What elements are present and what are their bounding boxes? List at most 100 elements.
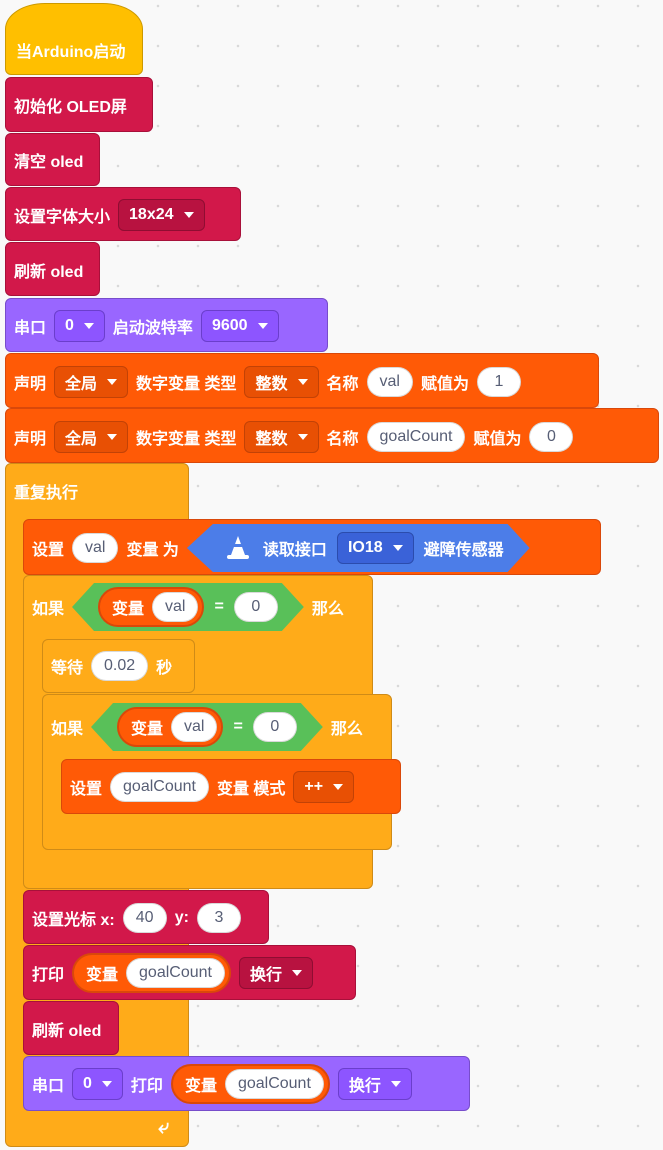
when-arduino-starts-block[interactable]: 当Arduino启动: [5, 3, 143, 75]
set-font-size-block[interactable]: 设置字体大小 18x24: [5, 187, 241, 241]
then-label: 那么: [330, 721, 363, 738]
scope-dropdown[interactable]: 全局: [54, 421, 129, 453]
hat-label: 当Arduino启动: [16, 44, 126, 61]
var-label: 变量: [86, 967, 119, 984]
newline-value: 换行: [249, 967, 282, 984]
initial-value-input[interactable]: 1: [476, 367, 521, 397]
equals-condition[interactable]: 变量 val = 0: [91, 703, 323, 751]
chevron-down-icon: [107, 379, 118, 385]
set-mid-label: 变量 为: [126, 542, 179, 559]
baud-dropdown[interactable]: 9600: [200, 310, 279, 342]
baud-value: 9600: [211, 317, 248, 334]
sensor-port-dropdown[interactable]: IO18: [337, 532, 414, 564]
kind-label: 数字变量 类型: [136, 431, 237, 448]
mode-value: ++: [304, 778, 324, 795]
wait-label: 等待: [51, 660, 84, 677]
type-value: 整数: [255, 431, 288, 448]
oled-init-label: 初始化 OLED屏: [14, 99, 127, 116]
sensor-read-label: 读取接口: [262, 542, 327, 559]
serial-print-label: 打印: [130, 1078, 163, 1095]
set-cursor-block[interactable]: 设置光标 x: 40 y: 3: [23, 890, 269, 944]
serial-print-block[interactable]: 串口 0 打印 变量 goalCount 换行: [23, 1056, 470, 1111]
serial-port-value: 0: [83, 1075, 92, 1092]
kind-label: 数字变量 类型: [136, 376, 237, 393]
variable-reporter[interactable]: 变量 val: [98, 587, 204, 627]
cursor-y-input[interactable]: 3: [196, 903, 241, 933]
oled-refresh-block[interactable]: 刷新 oled: [23, 1001, 119, 1055]
oled-refresh-block[interactable]: 刷新 oled: [5, 242, 100, 296]
then-label: 那么: [311, 601, 344, 618]
obstacle-sensor-reporter[interactable]: 读取接口 IO18 避障传感器: [187, 524, 530, 572]
sensor-name-label: 避障传感器: [423, 542, 504, 559]
if-label: 如果: [51, 721, 84, 738]
scope-dropdown[interactable]: 全局: [54, 366, 129, 398]
variable-name-input[interactable]: goalCount: [366, 422, 466, 452]
seconds-label: 秒: [156, 660, 173, 677]
oled-refresh-label: 刷新 oled: [14, 264, 84, 281]
name-label: 名称: [326, 376, 359, 393]
chevron-down-icon: [257, 323, 268, 329]
set-val-block[interactable]: 设置 val 变量 为 读取接口 IO18 避障传感器: [23, 519, 601, 575]
var-label: 变量: [112, 601, 145, 618]
font-size-dropdown[interactable]: 18x24: [118, 199, 205, 231]
assign-label: 赋值为: [473, 431, 522, 448]
traffic-cone-icon: [223, 533, 253, 563]
oled-refresh-label: 刷新 oled: [32, 1023, 102, 1040]
wait-seconds-input[interactable]: 0.02: [91, 651, 149, 681]
variable-name-input[interactable]: goalCount: [110, 772, 209, 802]
serial-port-dropdown[interactable]: 0: [72, 1068, 123, 1100]
type-dropdown[interactable]: 整数: [244, 421, 319, 453]
mode-dropdown[interactable]: ++: [293, 771, 355, 803]
variable-name-input[interactable]: val: [72, 533, 119, 563]
oled-init-block[interactable]: 初始化 OLED屏: [5, 77, 153, 132]
variable-name-input[interactable]: goalCount: [126, 958, 225, 988]
variable-reporter[interactable]: 变量 val: [117, 707, 223, 747]
variable-name-input[interactable]: val: [171, 712, 217, 742]
baud-label: 启动波特率: [112, 320, 193, 337]
assign-label: 赋值为: [420, 376, 469, 393]
var-label: 变量: [184, 1078, 217, 1095]
variable-name-input[interactable]: val: [366, 367, 413, 397]
declare-goalcount-block[interactable]: 声明 全局 数字变量 类型 整数 名称 goalCount 赋值为 0: [5, 408, 659, 463]
serial-port-value: 0: [65, 317, 74, 334]
cursor-y-label: y:: [174, 909, 189, 926]
serial-label: 串口: [14, 320, 47, 337]
serial-begin-block[interactable]: 串口 0 启动波特率 9600: [5, 298, 328, 352]
font-size-value: 18x24: [129, 206, 174, 223]
chevron-down-icon: [333, 784, 344, 790]
initial-value-input[interactable]: 0: [529, 422, 574, 452]
variable-reporter[interactable]: 变量 goalCount: [170, 1064, 330, 1104]
chevron-down-icon: [393, 545, 403, 551]
newline-dropdown[interactable]: 换行: [238, 957, 313, 989]
variable-name-input[interactable]: goalCount: [224, 1069, 324, 1099]
equals-operator: =: [233, 718, 243, 735]
variable-reporter[interactable]: 变量 goalCount: [72, 953, 231, 993]
cursor-x-input[interactable]: 40: [122, 903, 167, 933]
set-goalcount-mode-block[interactable]: 设置 goalCount 变量 模式 ++: [61, 759, 401, 814]
mode-label: 变量 模式: [216, 781, 286, 798]
declare-label: 声明: [14, 376, 47, 393]
oled-print-block[interactable]: 打印 变量 goalCount 换行: [23, 945, 356, 1000]
newline-value: 换行: [348, 1078, 381, 1095]
type-dropdown[interactable]: 整数: [244, 366, 319, 398]
chevron-down-icon: [292, 970, 302, 976]
sensor-port-value: IO18: [347, 539, 383, 556]
oled-clear-block[interactable]: 清空 oled: [5, 133, 100, 186]
compare-value-input[interactable]: 0: [234, 592, 278, 622]
font-size-label: 设置字体大小: [14, 209, 111, 226]
chevron-down-icon: [107, 434, 118, 440]
forever-label: 重复执行: [14, 485, 79, 502]
cursor-x-label: 设置光标 x:: [32, 912, 115, 929]
newline-dropdown[interactable]: 换行: [337, 1068, 412, 1100]
compare-value-input[interactable]: 0: [253, 712, 297, 742]
oled-clear-label: 清空 oled: [14, 154, 84, 171]
wait-block[interactable]: 等待 0.02 秒: [42, 639, 195, 693]
declare-val-block[interactable]: 声明 全局 数字变量 类型 整数 名称 val 赋值为 1: [5, 353, 599, 408]
loop-arrow-icon: ⤶: [158, 1116, 170, 1138]
serial-port-dropdown[interactable]: 0: [54, 310, 105, 342]
set-label: 设置: [70, 781, 103, 798]
scope-value: 全局: [65, 376, 98, 393]
scope-value: 全局: [65, 431, 98, 448]
equals-condition[interactable]: 变量 val = 0: [72, 583, 304, 631]
variable-name-input[interactable]: val: [152, 592, 198, 622]
